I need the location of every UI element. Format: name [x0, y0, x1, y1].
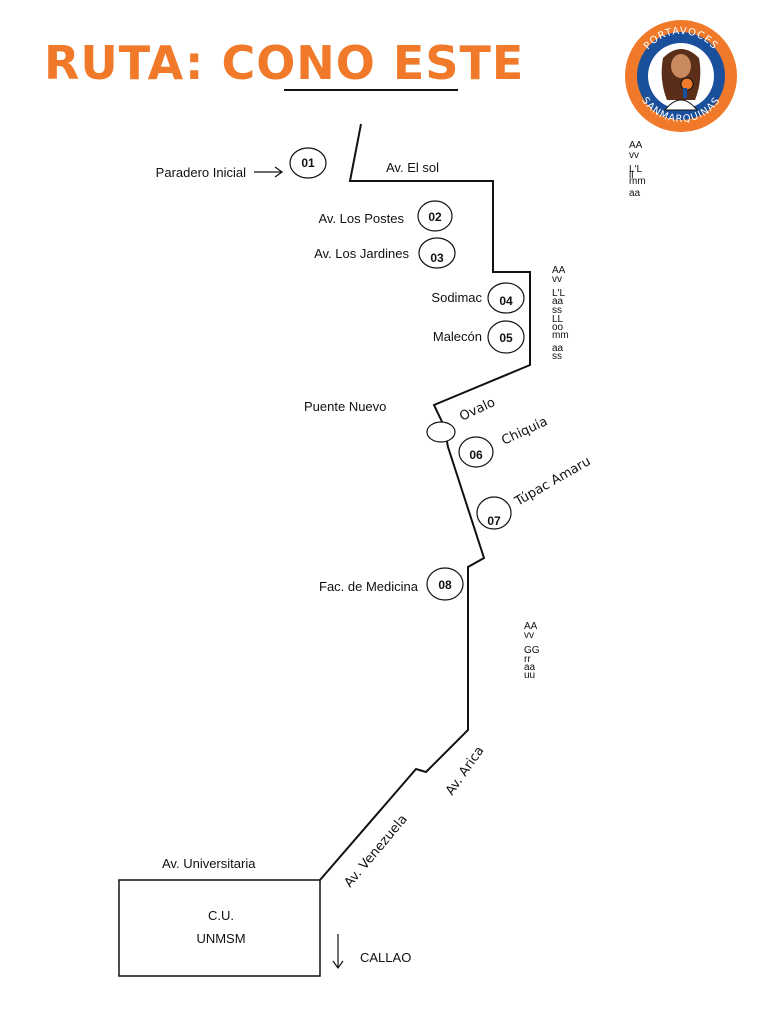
svg-text:rr: rr: [524, 654, 531, 665]
stop-01: 01: [289, 147, 327, 179]
stop-number: 07: [487, 514, 501, 528]
stop-number: 03: [430, 251, 444, 265]
stop-06: 06: [458, 436, 494, 468]
stop-07: 07: [476, 496, 512, 530]
stop-number: 06: [469, 448, 483, 462]
stop-label-paradero-inicial: Paradero Inicial: [156, 165, 246, 180]
portavoces-logo: PORTAVOCES SANMARQUINAS: [625, 20, 737, 132]
svg-text:uu: uu: [524, 670, 535, 681]
speaker-figure-icon: [661, 49, 701, 111]
arrow-down-icon: [332, 934, 344, 970]
svg-text:vv: vv: [629, 150, 639, 161]
svg-text:oo: oo: [552, 322, 564, 333]
svg-text:L'L: L'L: [629, 164, 642, 175]
street-label-venezuela: Av. Venezuela: [342, 812, 411, 890]
svg-text:aa: aa: [629, 188, 641, 199]
stop-04: 04: [487, 282, 525, 314]
stop-label-tupac-amaru: Túpac Amaru: [512, 454, 594, 510]
destination-line2: UNMSM: [196, 931, 245, 946]
svg-text:L'L: L'L: [552, 288, 565, 299]
vertical-text-1: AA vv L'L ll mm aa: [629, 140, 646, 199]
destination-line1: C.U.: [208, 908, 234, 923]
street-label-universitaria: Av. Universitaria: [162, 856, 256, 871]
stop-label-fac-medicina: Fac. de Medicina: [319, 579, 419, 594]
svg-text:AA: AA: [552, 265, 566, 276]
vertical-text-2: AA vv L'L aa ss LL oo mm aa ss: [552, 265, 569, 362]
svg-text:vv: vv: [524, 630, 534, 641]
svg-text:aa: aa: [552, 343, 564, 354]
svg-text:ll: ll: [629, 170, 633, 181]
page-title: RUTA: CONO ESTE: [44, 36, 525, 90]
ovalo-marker: [426, 421, 456, 443]
svg-text:GG: GG: [524, 645, 540, 656]
street-label-el-sol: Av. El sol: [386, 160, 439, 175]
vertical-text-3: AA vv GG rr aa uu: [524, 621, 540, 681]
stop-02: 02: [417, 200, 453, 232]
stop-number: 08: [438, 578, 452, 592]
destination-box: [118, 879, 321, 977]
svg-text:ss: ss: [552, 305, 562, 316]
arrow-right-icon: [254, 166, 284, 178]
svg-text:AA: AA: [524, 621, 538, 632]
svg-text:vv: vv: [552, 274, 562, 285]
stop-03: 03: [418, 237, 456, 269]
stop-number: 02: [428, 210, 442, 224]
stop-05: 05: [487, 320, 525, 354]
stop-label-los-jardines: Av. Los Jardines: [314, 246, 409, 261]
svg-text:mm: mm: [552, 330, 569, 341]
svg-text:AA: AA: [629, 140, 643, 151]
svg-text:LL: LL: [552, 314, 564, 325]
stop-number: 01: [301, 156, 315, 170]
street-label-arica: Av. Arica: [443, 744, 487, 799]
stop-number: 05: [499, 331, 513, 345]
svg-text:ss: ss: [552, 351, 562, 362]
svg-text:mm: mm: [629, 176, 646, 187]
title-underline: [284, 89, 458, 91]
street-label-puente-nuevo: Puente Nuevo: [304, 399, 386, 414]
street-label-ovalo: Ovalo: [457, 395, 497, 424]
stop-label-sodimac: Sodimac: [431, 290, 482, 305]
stop-number: 04: [499, 294, 513, 308]
svg-text:aa: aa: [552, 296, 564, 307]
stop-08: 08: [426, 567, 464, 601]
street-label-callao: CALLAO: [360, 950, 411, 965]
stop-label-chiquia: Chiquia: [499, 414, 550, 448]
svg-text:aa: aa: [524, 662, 536, 673]
stop-label-malecon: Malecón: [433, 329, 482, 344]
stop-label-los-postes: Av. Los Postes: [318, 211, 404, 226]
